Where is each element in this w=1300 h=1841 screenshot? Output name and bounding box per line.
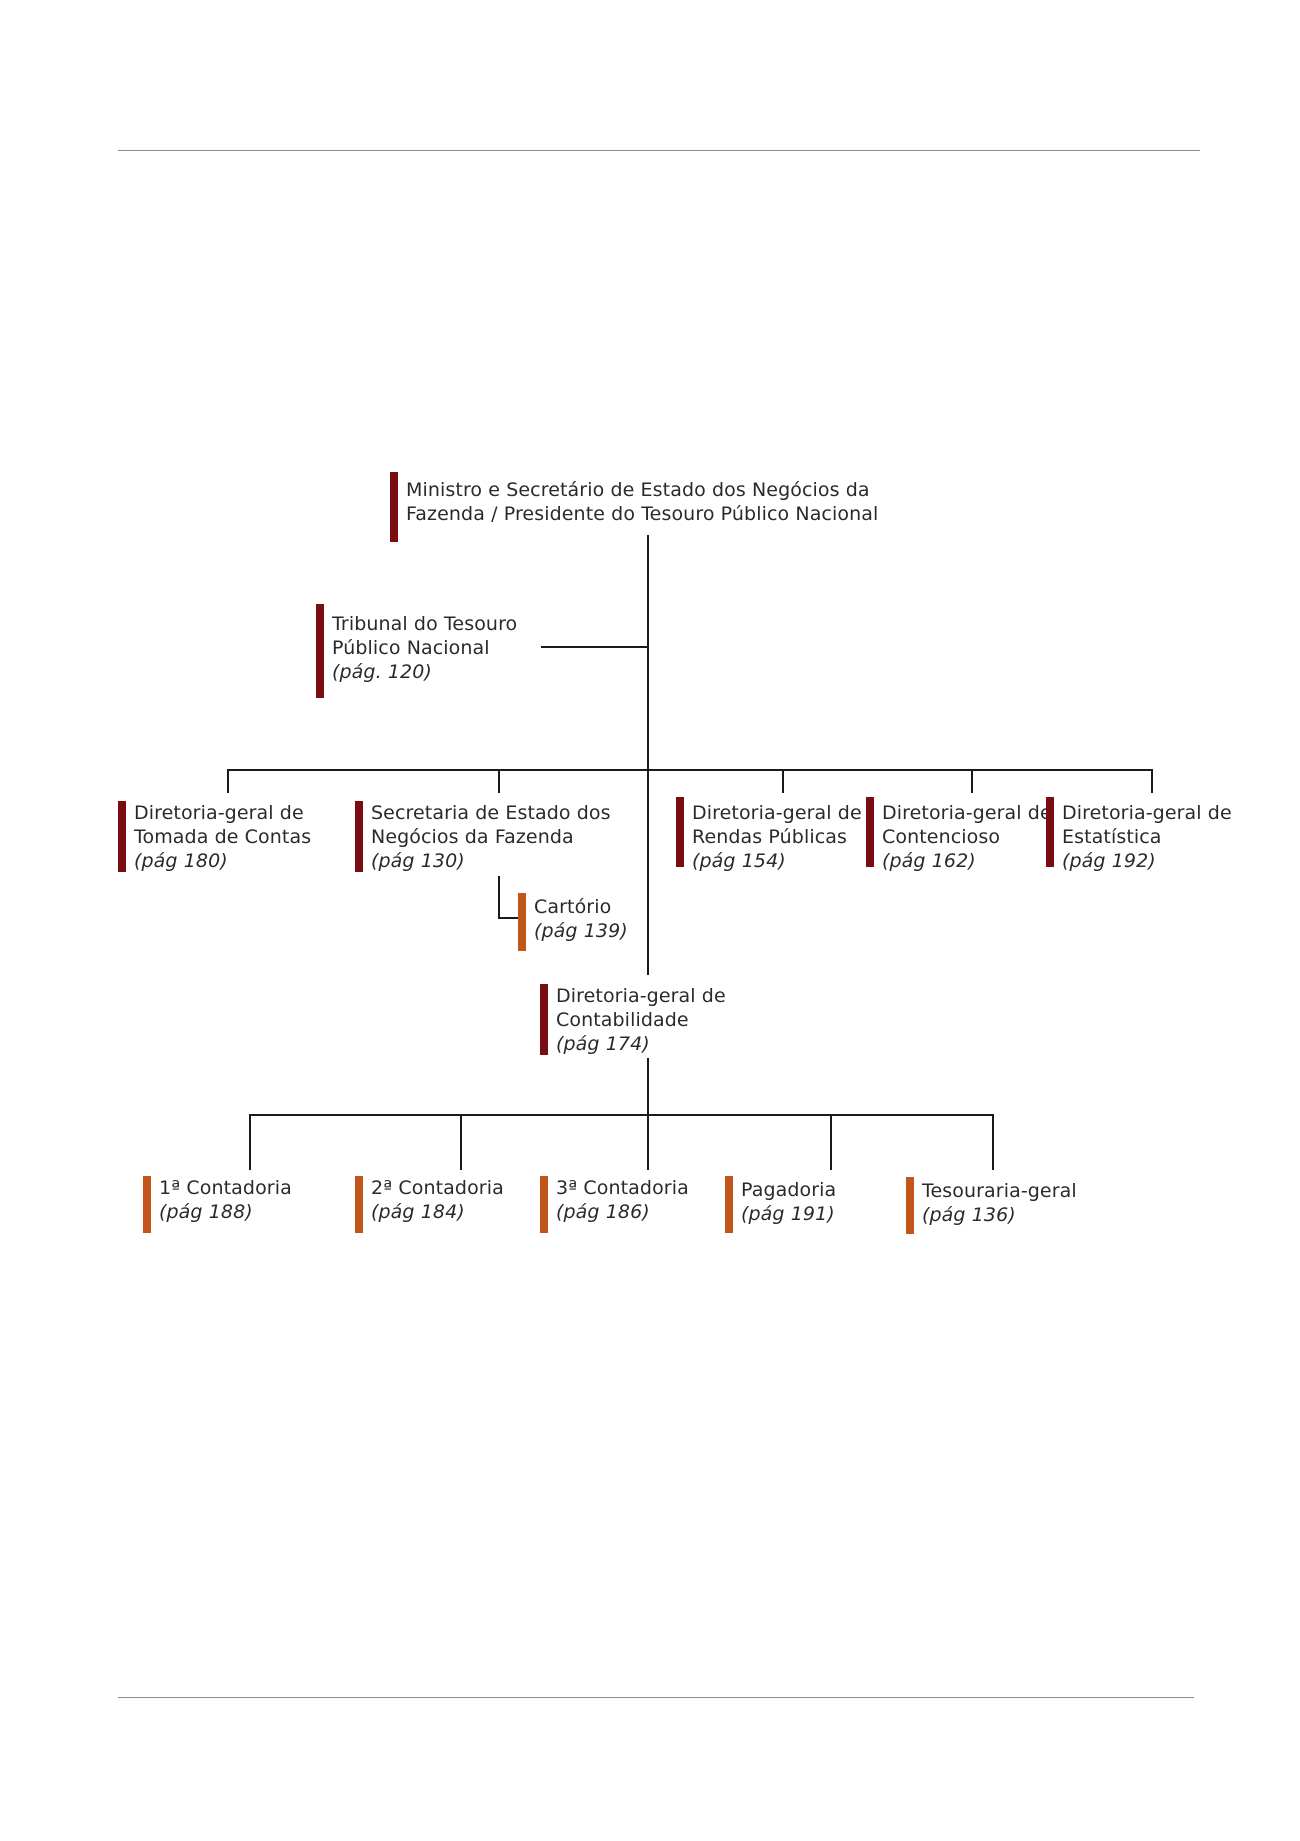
node-contencioso-page: (pág 162) — [882, 850, 976, 872]
node-ministro-line-1: Ministro e Secretário de Estado dos Negó… — [406, 479, 870, 501]
trunk-line — [647, 535, 649, 975]
drop-tesouraria — [992, 1114, 994, 1170]
node-estatistica: Diretoria-geral de Estatística (pág 192) — [1046, 797, 1232, 872]
node-bar — [390, 472, 398, 542]
node-pagadoria: Pagadoria (pág 191) — [725, 1176, 836, 1233]
node-cartorio-page: (pág 139) — [534, 920, 628, 942]
node-bar — [906, 1177, 914, 1234]
cartorio-elbow-horizontal — [498, 917, 518, 919]
node-contabilidade-line-2: Contabilidade — [556, 1009, 689, 1031]
footer-rule — [118, 1697, 1194, 1698]
node-cartorio-line-1: Cartório — [534, 896, 612, 918]
node-rendas-line-2: Rendas Públicas — [692, 826, 847, 848]
node-contadoria-3-line-1: 3ª Contadoria — [556, 1177, 689, 1199]
drop-secretaria — [498, 769, 500, 793]
node-rendas-line-1: Diretoria-geral de — [692, 802, 862, 824]
node-tribunal-line-2: Público Nacional — [332, 637, 490, 659]
node-bar — [676, 797, 684, 867]
node-contadoria-2-line-1: 2ª Contadoria — [371, 1177, 504, 1199]
node-cartorio: Cartório (pág 139) — [518, 893, 628, 951]
node-bar — [316, 604, 324, 698]
node-tomada-contas-line-1: Diretoria-geral de — [134, 802, 304, 824]
node-rendas: Diretoria-geral de Rendas Públicas (pág … — [676, 797, 862, 872]
node-secretaria-page: (pág 130) — [371, 850, 465, 872]
node-contadoria-1: 1ª Contadoria (pág 188) — [143, 1176, 292, 1233]
node-tomada-contas: Diretoria-geral de Tomada de Contas (pág… — [118, 801, 311, 872]
node-bar — [866, 797, 874, 867]
node-secretaria-line-2: Negócios da Fazenda — [371, 826, 574, 848]
drop-contadoria1 — [249, 1114, 251, 1170]
header-rule — [118, 150, 1200, 151]
node-bar — [540, 984, 548, 1055]
node-tesouraria-page: (pág 136) — [922, 1204, 1016, 1226]
directorates-bus-line — [227, 769, 1153, 771]
node-rendas-page: (pág 154) — [692, 850, 786, 872]
node-contabilidade: Diretoria-geral de Contabilidade (pág 17… — [540, 984, 726, 1055]
node-tesouraria-line-1: Tesouraria-geral — [922, 1180, 1077, 1202]
node-tribunal: Tribunal do Tesouro Público Nacional (pá… — [316, 604, 517, 698]
node-estatistica-line-1: Diretoria-geral de — [1062, 802, 1232, 824]
node-ministro: Ministro e Secretário de Estado dos Negó… — [390, 472, 878, 542]
node-pagadoria-line-1: Pagadoria — [741, 1179, 837, 1201]
drop-rendas — [782, 769, 784, 793]
node-bar — [118, 801, 126, 872]
node-tomada-contas-page: (pág 180) — [134, 850, 228, 872]
node-contencioso: Diretoria-geral de Contencioso (pág 162) — [866, 797, 1052, 872]
cartorio-elbow-vertical — [498, 876, 500, 918]
drop-tomada — [227, 769, 229, 793]
node-contadoria-2: 2ª Contadoria (pág 184) — [355, 1176, 504, 1233]
node-bar — [725, 1176, 733, 1233]
drop-estatistica — [1151, 769, 1153, 793]
node-contencioso-line-2: Contencioso — [882, 826, 1001, 848]
node-bar — [540, 1176, 548, 1233]
node-contabilidade-line-1: Diretoria-geral de — [556, 985, 726, 1007]
node-tribunal-page: (pág. 120) — [332, 661, 432, 683]
tribunal-branch-line — [541, 646, 648, 648]
node-pagadoria-page: (pág 191) — [741, 1203, 835, 1225]
node-bar — [518, 893, 526, 951]
node-tribunal-line-1: Tribunal do Tesouro — [332, 613, 518, 635]
drop-contadoria2 — [460, 1114, 462, 1170]
node-ministro-line-2: Fazenda / Presidente do Tesouro Público … — [406, 503, 879, 525]
subunits-bus-line — [249, 1114, 994, 1116]
node-tesouraria: Tesouraria-geral (pág 136) — [906, 1177, 1077, 1234]
node-secretaria-line-1: Secretaria de Estado dos — [371, 802, 611, 824]
node-contadoria-2-page: (pág 184) — [371, 1201, 465, 1223]
node-contabilidade-page: (pág 174) — [556, 1033, 650, 1055]
node-contadoria-1-line-1: 1ª Contadoria — [159, 1177, 292, 1199]
node-secretaria: Secretaria de Estado dos Negócios da Faz… — [355, 801, 611, 872]
node-bar — [1046, 797, 1054, 867]
node-contencioso-line-1: Diretoria-geral de — [882, 802, 1052, 824]
node-bar — [355, 1176, 363, 1233]
drop-contencioso — [971, 769, 973, 793]
node-bar — [355, 801, 363, 872]
node-tomada-contas-line-2: Tomada de Contas — [134, 826, 312, 848]
node-estatistica-line-2: Estatística — [1062, 826, 1162, 848]
node-bar — [143, 1176, 151, 1233]
node-contadoria-3-page: (pág 186) — [556, 1201, 650, 1223]
node-estatistica-page: (pág 192) — [1062, 850, 1156, 872]
drop-pagadoria — [830, 1114, 832, 1170]
node-contadoria-3: 3ª Contadoria (pág 186) — [540, 1176, 689, 1233]
node-contadoria-1-page: (pág 188) — [159, 1201, 253, 1223]
